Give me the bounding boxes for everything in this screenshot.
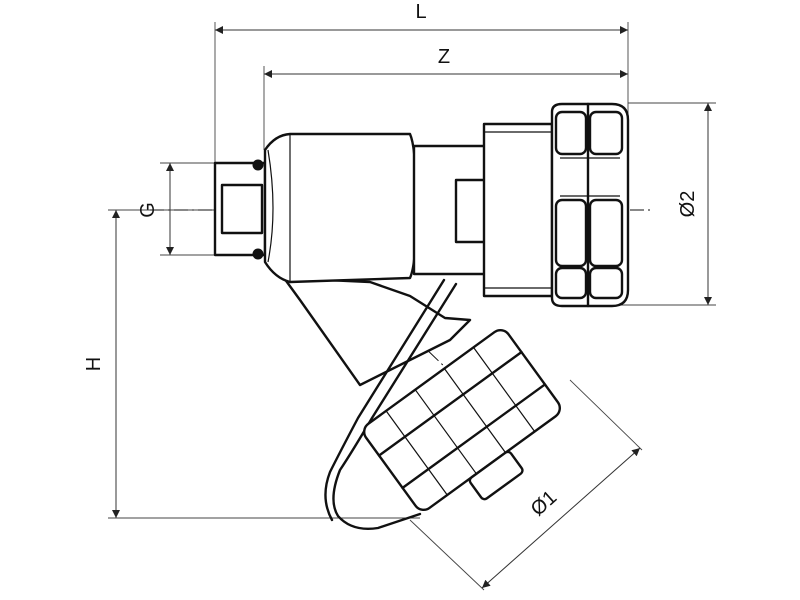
dim-line-d1 [481, 447, 641, 589]
label-G: G [137, 202, 159, 218]
label-H: H [83, 357, 105, 371]
dimension-lines [112, 26, 712, 589]
label-d1: Ø1 [527, 486, 562, 520]
right-cap [550, 102, 630, 308]
label-d2: Ø2 [677, 191, 699, 218]
label-Z: Z [438, 46, 450, 68]
valve-body [213, 122, 554, 530]
label-L: L [415, 1, 426, 23]
